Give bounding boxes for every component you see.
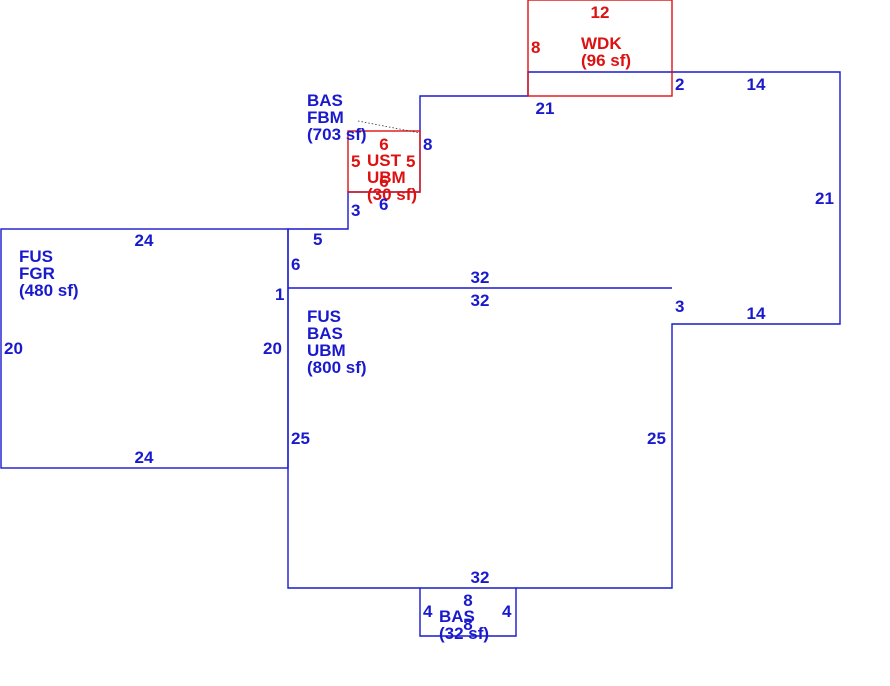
- dim-bas-right: 4: [502, 602, 512, 621]
- bas-small-line-2: (32 sf): [439, 624, 489, 643]
- dim-fgr-left: 20: [4, 339, 23, 358]
- ust-line-3: (30 sf): [367, 185, 417, 204]
- bas-small-outline: [419, 588, 517, 637]
- fbm-area-label: BAS FBM (703 sf): [307, 91, 367, 144]
- dim-bas-bottom: 8: [463, 615, 472, 634]
- leader-line: [357, 120, 421, 134]
- dim-step-6: 6: [291, 255, 300, 274]
- main-building-outline: [287, 71, 841, 589]
- dim-ust-bottom: 6: [379, 172, 388, 191]
- dim-step-3: 3: [351, 201, 360, 220]
- ust-outline: [347, 130, 421, 193]
- dim-ust-right: 5: [406, 152, 415, 171]
- wdk-line-2: (96 sf): [581, 51, 631, 70]
- main-line-2: BAS: [307, 324, 343, 343]
- ust-line-1: UST: [367, 151, 402, 170]
- dim-main-top-outer: 32: [471, 268, 490, 287]
- dim-step-5: 5: [313, 230, 322, 249]
- main-area-label: FUS BAS UBM (800 sf): [307, 307, 367, 377]
- bas-small-line-1: BAS: [439, 607, 475, 626]
- wdk-line-1: WDK: [581, 34, 622, 53]
- wdk-outline: [527, 0, 673, 97]
- dim-main-right: 25: [647, 429, 666, 448]
- dim-right-2: 2: [675, 75, 684, 94]
- dim-right-3: 3: [675, 297, 684, 316]
- bas-small-area-label: BAS (32 sf): [439, 607, 489, 643]
- fgr-line-3: (480 sf): [19, 281, 79, 300]
- dim-fgr-bottom: 24: [135, 448, 154, 467]
- fgr-line-1: FUS: [19, 247, 53, 266]
- fgr-area-label: FUS FGR (480 sf): [19, 247, 79, 300]
- dim-main-top-inner: 32: [471, 291, 490, 310]
- wdk-area-label: WDK (96 sf): [581, 34, 631, 70]
- dim-right-14-top: 14: [747, 75, 766, 94]
- dim-fgr-right: 20: [263, 339, 282, 358]
- fbm-line-2: FBM: [307, 108, 344, 127]
- dim-main-bottom: 32: [471, 568, 490, 587]
- dim-right-14-bottom: 14: [747, 304, 766, 323]
- dim-wdk-top: 12: [591, 3, 610, 22]
- dim-step-1: 1: [275, 285, 284, 304]
- dim-main-left: 25: [291, 429, 310, 448]
- dim-fgr-top: 24: [135, 231, 154, 250]
- dim-fbm-8: 8: [423, 135, 432, 154]
- fbm-line-1: BAS: [307, 91, 343, 110]
- dim-ust-left: 5: [351, 152, 360, 171]
- ust-line-2: UBM: [367, 168, 406, 187]
- main-line-1: FUS: [307, 307, 341, 326]
- main-line-3: UBM: [307, 341, 346, 360]
- dim-bas-top: 8: [463, 591, 472, 610]
- ust-area-label: UST UBM (30 sf): [367, 151, 417, 204]
- dim-fbm-top: 21: [536, 99, 555, 118]
- dim-right-21: 21: [815, 189, 834, 208]
- fbm-line-3: (703 sf): [307, 125, 367, 144]
- dim-fbm-bottom-6: 6: [379, 195, 388, 214]
- fgr-line-2: FGR: [19, 264, 55, 283]
- dim-bas-left: 4: [423, 602, 433, 621]
- dim-ust-top: 6: [379, 135, 388, 154]
- main-line-4: (800 sf): [307, 358, 367, 377]
- dim-wdk-left: 8: [531, 38, 540, 57]
